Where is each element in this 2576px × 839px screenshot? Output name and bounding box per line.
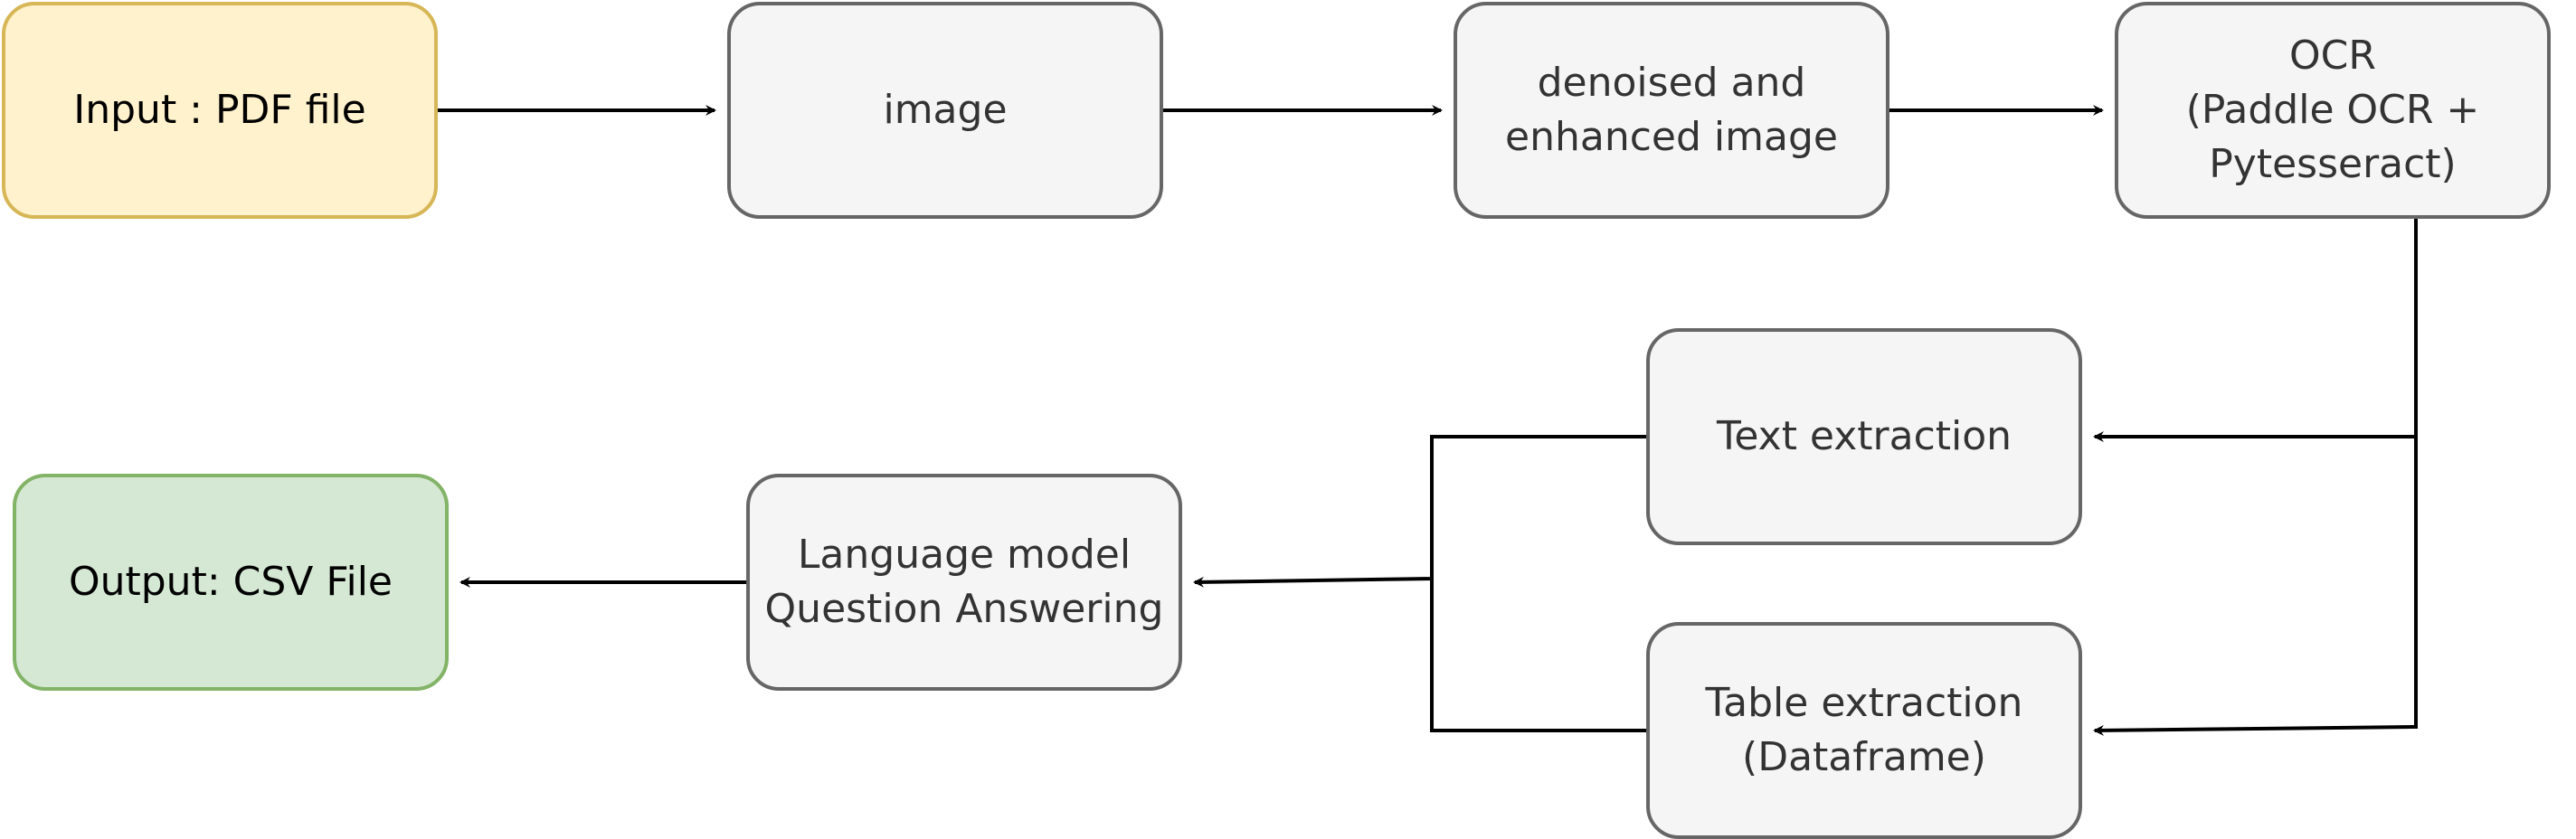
- node-label-line: enhanced image: [1505, 114, 1838, 160]
- node-label: OCR (Paddle OCR + Pytesseract): [2186, 29, 2480, 192]
- node-label-line: (Dataframe): [1742, 734, 1986, 780]
- node-label: Output: CSV File: [69, 555, 393, 609]
- node-label-line: OCR: [2289, 33, 2376, 79]
- node-label: image: [883, 83, 1007, 137]
- node-label-line: Output: CSV File: [68, 559, 393, 605]
- node-label: Table extraction (Dataframe): [1706, 676, 2023, 785]
- edge-ocr-to-text: [2093, 219, 2418, 442]
- node-image: image: [727, 2, 1163, 219]
- node-text-extraction: Text extraction: [1646, 328, 2082, 545]
- node-denoised-enhanced-image: denoised and enhanced image: [1454, 2, 1889, 219]
- node-label-line: image: [883, 87, 1008, 133]
- node-label: denoised and enhanced image: [1505, 56, 1838, 165]
- edge-table-to-lm: [1430, 579, 1646, 732]
- node-ocr: OCR (Paddle OCR + Pytesseract): [2115, 2, 2551, 219]
- node-label-line: Language model: [797, 532, 1132, 578]
- node-label-line: (Paddle OCR +: [2185, 87, 2480, 133]
- node-label-line: Question Answering: [764, 586, 1164, 632]
- node-label-line: denoised and: [1537, 60, 1806, 106]
- edge-text-to-lm: [1193, 435, 1646, 588]
- node-label-line: Input : PDF file: [73, 87, 366, 133]
- edge-ocr-to-table: [2093, 219, 2418, 736]
- node-input-pdf-file: Input : PDF file: [2, 2, 438, 219]
- node-label-line: Table extraction: [1705, 680, 2023, 726]
- node-label-line: Text extraction: [1716, 413, 2012, 459]
- node-label-line: Pytesseract): [2209, 141, 2457, 187]
- node-output-csv-file: Output: CSV File: [13, 474, 449, 691]
- node-table-extraction: Table extraction (Dataframe): [1646, 622, 2082, 839]
- node-label: Text extraction: [1717, 410, 2012, 464]
- node-label: Input : PDF file: [73, 83, 365, 137]
